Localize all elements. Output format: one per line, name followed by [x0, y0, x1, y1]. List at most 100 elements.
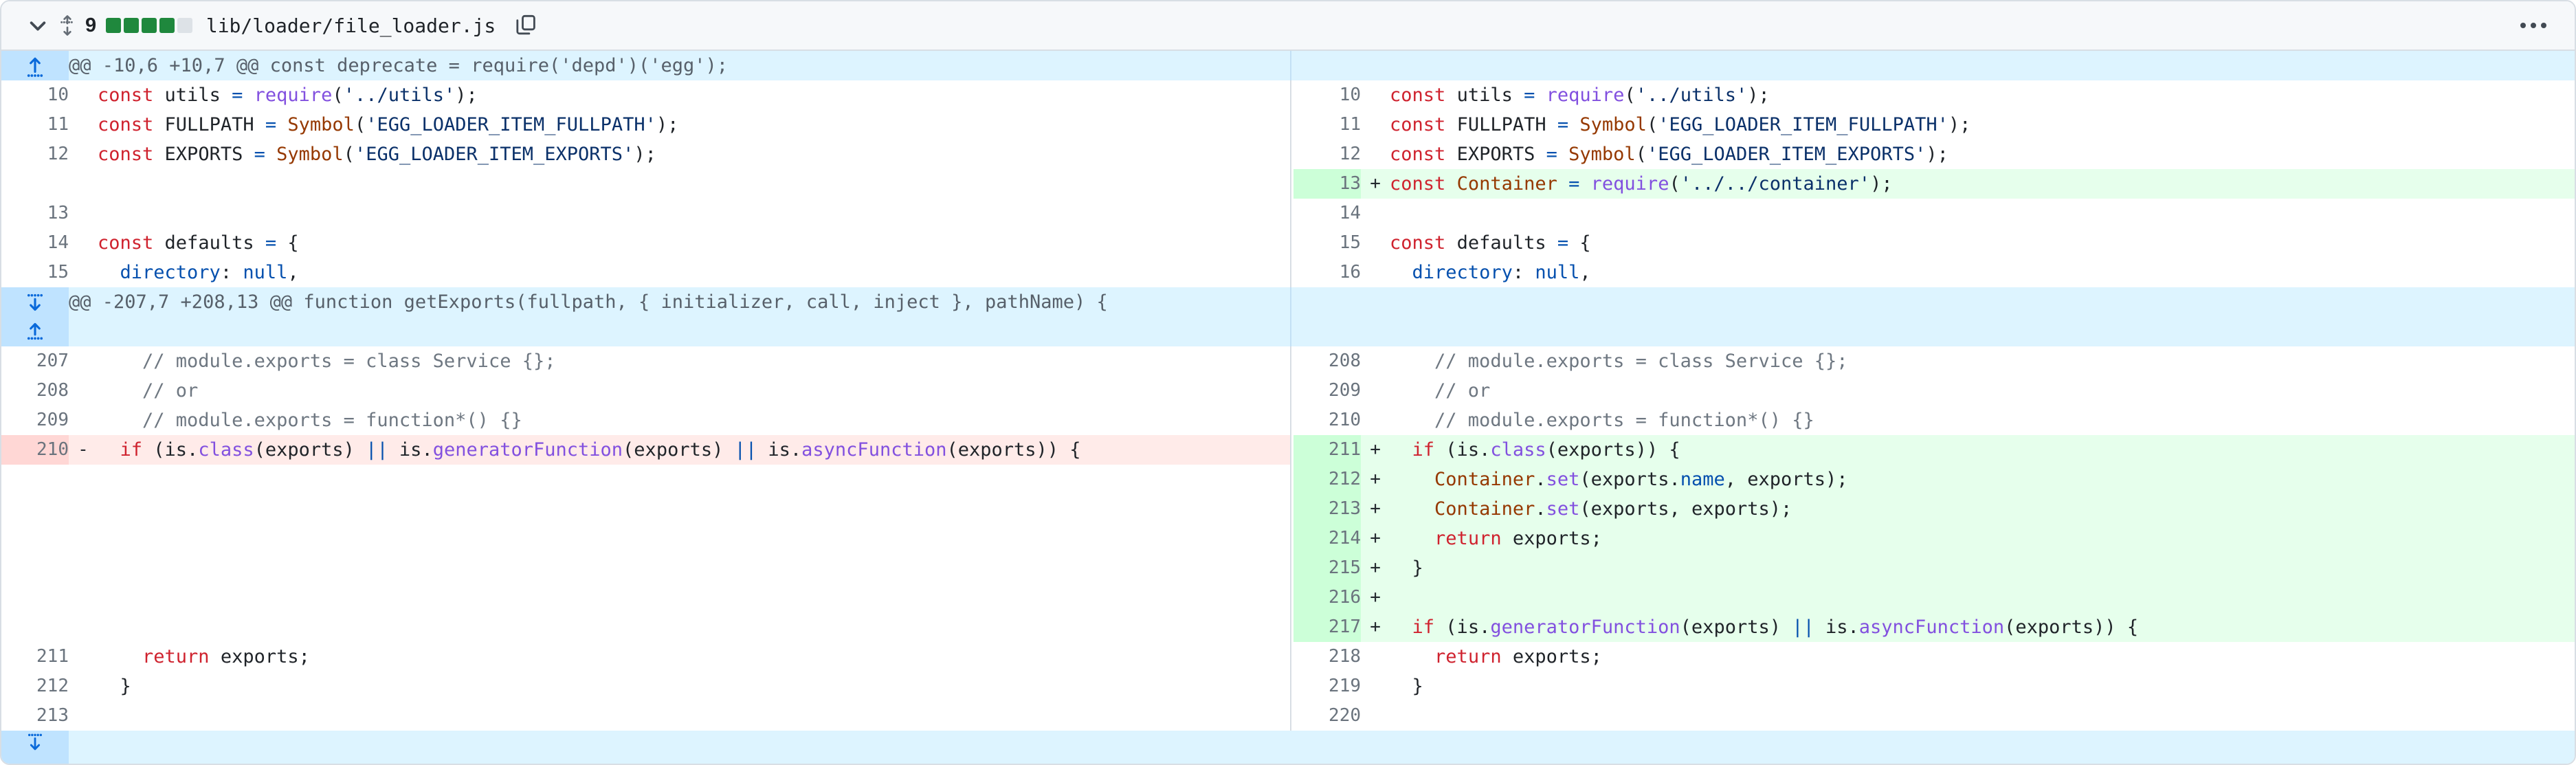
code-line-right[interactable]: const defaults = { — [1390, 228, 2576, 258]
code-line-right[interactable]: // or — [1390, 376, 2576, 406]
line-number-left[interactable]: 11 — [1, 110, 69, 140]
code-line-right[interactable]: const utils = require('../utils'); — [1390, 80, 2576, 110]
code-line-left[interactable]: // or — [98, 376, 1291, 406]
line-number-left[interactable]: 10 — [1, 80, 69, 110]
kebab-horizontal-icon[interactable] — [2516, 8, 2551, 43]
line-number-right[interactable]: 13 — [1293, 169, 1361, 199]
code-line-left[interactable] — [98, 524, 1291, 553]
code-line-right[interactable]: Container.set(exports, exports); — [1390, 494, 2576, 524]
line-number-right[interactable]: 212 — [1293, 465, 1361, 494]
line-number-left[interactable] — [1, 583, 69, 612]
line-number-left[interactable] — [1, 494, 69, 524]
diff-marker-left — [69, 140, 98, 169]
line-number-left[interactable] — [1, 169, 69, 199]
copy-icon[interactable] — [508, 8, 544, 43]
line-number-left[interactable]: 13 — [1, 199, 69, 228]
diff-row: 217+ if (is.generatorFunction(exports) |… — [1, 612, 2576, 642]
code-line-left[interactable] — [98, 553, 1291, 583]
line-number-right[interactable]: 210 — [1293, 406, 1361, 435]
code-line-right[interactable]: const FULLPATH = Symbol('EGG_LOADER_ITEM… — [1390, 110, 2576, 140]
line-number-right[interactable]: 218 — [1293, 642, 1361, 672]
line-number-left[interactable]: 210 — [1, 435, 69, 465]
code-line-right[interactable]: if (is.class(exports)) { — [1390, 435, 2576, 465]
line-number-left[interactable] — [1, 524, 69, 553]
code-line-left[interactable]: const EXPORTS = Symbol('EGG_LOADER_ITEM_… — [98, 140, 1291, 169]
code-line-left[interactable] — [98, 199, 1291, 228]
line-number-right[interactable]: 220 — [1293, 701, 1361, 731]
diff-marker-right — [1361, 140, 1390, 169]
line-number-right[interactable]: 209 — [1293, 376, 1361, 406]
line-number-right[interactable]: 211 — [1293, 435, 1361, 465]
diff-marker-right: + — [1361, 465, 1390, 494]
code-line-right[interactable] — [1390, 583, 2576, 612]
diff-row: 13 14 — [1, 199, 2576, 228]
code-line-left[interactable]: // module.exports = function*() {} — [98, 406, 1291, 435]
line-number-left[interactable]: 213 — [1, 701, 69, 731]
line-number-right[interactable]: 215 — [1293, 553, 1361, 583]
line-number-left[interactable]: 15 — [1, 258, 69, 287]
line-number-right[interactable]: 217 — [1293, 612, 1361, 642]
code-line-left[interactable]: const FULLPATH = Symbol('EGG_LOADER_ITEM… — [98, 110, 1291, 140]
code-line-left[interactable]: return exports; — [98, 642, 1291, 672]
line-number-right[interactable]: 213 — [1293, 494, 1361, 524]
code-line-left[interactable] — [98, 701, 1291, 731]
diff-row: 10const utils = require('../utils');10co… — [1, 80, 2576, 110]
line-number-right[interactable]: 12 — [1293, 140, 1361, 169]
expand-up-icon[interactable] — [1, 51, 69, 80]
code-line-right[interactable]: const EXPORTS = Symbol('EGG_LOADER_ITEM_… — [1390, 140, 2576, 169]
diff-marker-left: - — [69, 435, 98, 465]
line-number-right[interactable]: 208 — [1293, 346, 1361, 376]
bottom-expand-strip[interactable] — [69, 731, 2576, 764]
expand-down-icon[interactable] — [1, 731, 69, 764]
code-line-left[interactable] — [98, 612, 1291, 642]
code-line-right[interactable]: } — [1390, 672, 2576, 701]
hunk-header-text-right — [1293, 287, 2576, 346]
code-line-right[interactable]: const Container = require('../../contain… — [1390, 169, 2576, 199]
code-line-left[interactable]: if (is.class(exports) || is.generatorFun… — [98, 435, 1291, 465]
line-number-left[interactable]: 212 — [1, 672, 69, 701]
code-line-left[interactable]: const utils = require('../utils'); — [98, 80, 1291, 110]
line-number-right[interactable]: 11 — [1293, 110, 1361, 140]
code-line-right[interactable]: if (is.generatorFunction(exports) || is.… — [1390, 612, 2576, 642]
code-line-left[interactable] — [98, 169, 1291, 199]
code-line-right[interactable]: return exports; — [1390, 642, 2576, 672]
line-number-left[interactable]: 207 — [1, 346, 69, 376]
code-line-right[interactable]: } — [1390, 553, 2576, 583]
line-number-left[interactable]: 208 — [1, 376, 69, 406]
code-line-right[interactable]: return exports; — [1390, 524, 2576, 553]
line-number-left[interactable]: 209 — [1, 406, 69, 435]
code-line-right[interactable]: directory: null, — [1390, 258, 2576, 287]
expand-up-down-icon[interactable] — [1, 287, 69, 346]
line-number-right[interactable]: 15 — [1293, 228, 1361, 258]
code-line-left[interactable] — [98, 465, 1291, 494]
code-line-left[interactable] — [98, 583, 1291, 612]
line-number-left[interactable] — [1, 612, 69, 642]
diff-marker-right — [1361, 406, 1390, 435]
chevron-down-icon[interactable] — [22, 10, 54, 41]
code-line-right[interactable] — [1390, 199, 2576, 228]
diff-marker-right — [1361, 80, 1390, 110]
line-number-right[interactable]: 10 — [1293, 80, 1361, 110]
line-number-left[interactable]: 211 — [1, 642, 69, 672]
line-number-right[interactable]: 216 — [1293, 583, 1361, 612]
code-line-right[interactable]: // module.exports = class Service {}; — [1390, 346, 2576, 376]
diff-row: 14const defaults = {15const defaults = { — [1, 228, 2576, 258]
code-line-right[interactable] — [1390, 701, 2576, 731]
file-path[interactable]: lib/loader/file_loader.js — [206, 14, 496, 37]
code-line-right[interactable]: // module.exports = function*() {} — [1390, 406, 2576, 435]
code-line-left[interactable]: const defaults = { — [98, 228, 1291, 258]
code-line-left[interactable]: // module.exports = class Service {}; — [98, 346, 1291, 376]
drag-handle-icon[interactable] — [54, 10, 81, 41]
line-number-left[interactable]: 14 — [1, 228, 69, 258]
line-number-left[interactable] — [1, 465, 69, 494]
code-line-right[interactable]: Container.set(exports.name, exports); — [1390, 465, 2576, 494]
line-number-right[interactable]: 14 — [1293, 199, 1361, 228]
code-line-left[interactable]: } — [98, 672, 1291, 701]
line-number-left[interactable] — [1, 553, 69, 583]
code-line-left[interactable] — [98, 494, 1291, 524]
line-number-left[interactable]: 12 — [1, 140, 69, 169]
code-line-left[interactable]: directory: null, — [98, 258, 1291, 287]
line-number-right[interactable]: 214 — [1293, 524, 1361, 553]
line-number-right[interactable]: 16 — [1293, 258, 1361, 287]
line-number-right[interactable]: 219 — [1293, 672, 1361, 701]
